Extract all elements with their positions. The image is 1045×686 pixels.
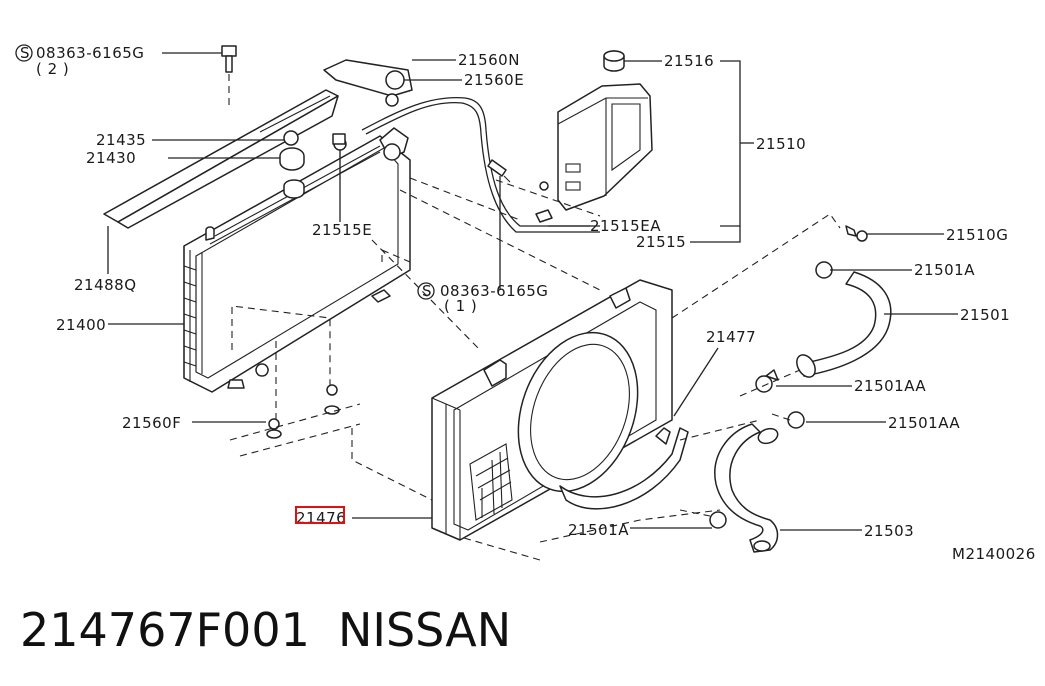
bolt-top	[221, 45, 237, 110]
label-21400: 21400	[56, 316, 106, 334]
label-21516: 21516	[664, 52, 714, 70]
standard-part-icon-2	[417, 282, 435, 300]
label-21501AA-1: 21501AA	[854, 377, 926, 395]
standard-part-icon	[15, 44, 33, 62]
part-number-caption: 214767F001	[20, 603, 310, 657]
label-21515EA: 21515EA	[590, 217, 661, 235]
part-labels: S 08363-6165G ( 2 ) 21560N 21560E 21516 …	[15, 44, 1036, 563]
grommet-21435	[283, 130, 299, 146]
label-21435: 21435	[96, 131, 146, 149]
upper-hose	[755, 261, 892, 393]
label-21560E: 21560E	[464, 71, 524, 89]
standard-part-mark-2: S	[422, 282, 432, 300]
radiator	[183, 127, 411, 393]
label-21503: 21503	[864, 522, 914, 540]
lower-mount-bushings	[229, 384, 361, 457]
label-21488Q: 21488Q	[74, 276, 137, 294]
overflow-hose	[361, 96, 600, 227]
label-21476: 21476	[296, 509, 346, 527]
label-21501AA-2: 21501AA	[888, 414, 960, 432]
reservoir-tank	[535, 50, 653, 223]
label-bolt-mid-code: 08363-6165G	[440, 282, 548, 300]
label-21515E: 21515E	[312, 221, 372, 239]
lower-hose	[709, 411, 805, 553]
label-21560N: 21560N	[458, 51, 520, 69]
label-bolt-mid-qty: ( 1 )	[444, 297, 477, 315]
bracket-21560N	[323, 59, 413, 107]
label-bolt-top-code: 08363-6165G	[36, 44, 144, 62]
label-21501A-top: 21501A	[914, 261, 975, 279]
overflow-hose-inner	[365, 101, 600, 233]
label-bolt-top-qty: ( 2 )	[36, 60, 69, 78]
insulator-21430	[279, 147, 305, 171]
fan-shroud	[431, 279, 689, 541]
standard-part-mark: S	[20, 44, 30, 62]
leader-lines	[107, 52, 958, 531]
upper-seal-strip	[103, 89, 339, 229]
label-21510G: 21510G	[946, 226, 1008, 244]
bolt-mid	[487, 159, 511, 183]
screw-21510G	[845, 225, 868, 242]
label-21477: 21477	[706, 328, 756, 346]
label-21515: 21515	[636, 233, 686, 251]
label-21501A-bottom: 21501A	[568, 521, 629, 539]
diagram-code: M2140026	[952, 545, 1036, 563]
label-21510: 21510	[756, 135, 806, 153]
label-21501: 21501	[960, 306, 1010, 324]
label-21560F: 21560F	[122, 414, 181, 432]
label-21430: 21430	[86, 149, 136, 167]
brand-caption: NISSAN	[338, 603, 511, 657]
highlight-box	[295, 506, 345, 524]
